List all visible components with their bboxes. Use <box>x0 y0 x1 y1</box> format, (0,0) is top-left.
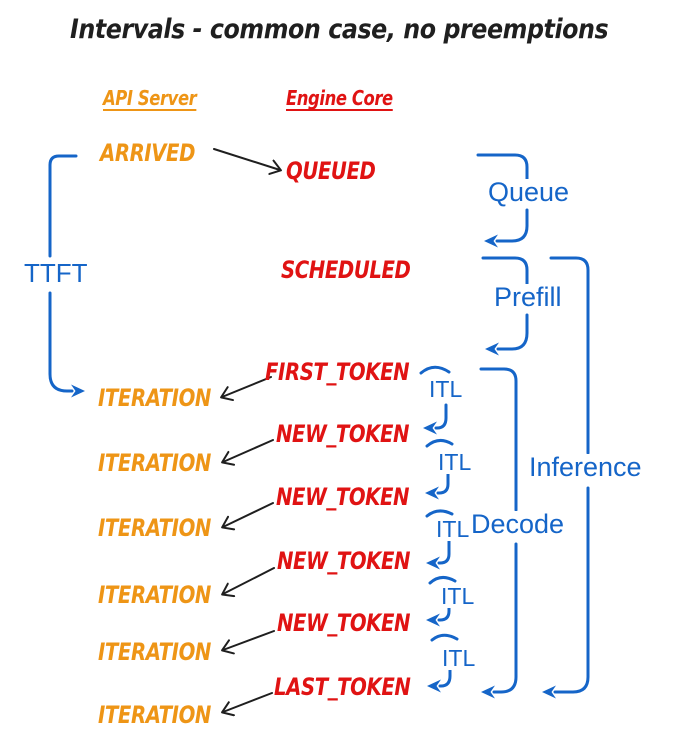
event-new-token-4: NEW_TOKEN <box>277 609 411 637</box>
event-new-token-3: NEW_TOKEN <box>277 547 411 575</box>
event-iteration-5: ITERATION <box>98 638 211 666</box>
itl-bracket-2 <box>425 439 454 500</box>
arrow-arrived-to-queued <box>213 148 282 175</box>
interval-label-ttft: TTFT <box>22 258 90 288</box>
itl-bracket-5 <box>427 633 459 693</box>
event-iteration-3: ITERATION <box>98 514 211 542</box>
event-first-token: FIRST_TOKEN <box>265 358 410 386</box>
itl-bracket-3 <box>425 509 454 570</box>
arrow-new-token1-to-iteration <box>221 439 274 466</box>
event-arrived: ARRIVED <box>100 139 196 167</box>
interval-label-itl-5: ITL <box>440 645 478 671</box>
prefill-bracket <box>481 256 529 356</box>
inference-bracket <box>542 256 590 699</box>
interval-label-itl-4: ITL <box>439 583 477 609</box>
queue-bracket <box>476 153 529 248</box>
itl-bracket-4 <box>426 576 457 627</box>
event-new-token-2: NEW_TOKEN <box>276 483 410 511</box>
event-iteration-2: ITERATION <box>98 449 211 477</box>
arrow-first-token-to-iteration <box>220 376 272 402</box>
event-iteration-4: ITERATION <box>98 581 211 609</box>
event-queued: QUEUED <box>286 157 376 185</box>
itl-bracket-1 <box>419 365 451 435</box>
interval-label-itl-2: ITL <box>436 449 474 475</box>
event-scheduled: SCHEDULED <box>281 256 411 284</box>
interval-label-prefill: Prefill <box>492 282 564 312</box>
interval-label-decode: Decode <box>469 509 567 539</box>
interval-label-inference: Inference <box>527 452 644 482</box>
event-iteration-1: ITERATION <box>98 384 211 412</box>
column-header-api-server: API Server <box>103 86 197 110</box>
decode-bracket <box>479 367 518 699</box>
column-header-engine-core: Engine Core <box>286 86 393 110</box>
event-new-token-1: NEW_TOKEN <box>276 420 410 448</box>
diagram-title: Intervals - common case, no preemptions <box>70 14 609 45</box>
event-iteration-6: ITERATION <box>98 701 211 729</box>
ttft-bracket <box>48 154 85 398</box>
interval-brackets <box>48 153 590 699</box>
event-last-token: LAST_TOKEN <box>274 673 411 701</box>
arrow-last-token-to-iteration <box>221 692 273 717</box>
arrow-new-token3-to-iteration <box>221 567 275 598</box>
arrow-new-token2-to-iteration <box>221 502 274 531</box>
interval-label-itl-3: ITL <box>434 516 472 542</box>
interval-label-queue: Queue <box>486 177 572 207</box>
black-arrows <box>213 148 282 717</box>
arrow-new-token4-to-iteration <box>221 630 275 655</box>
interval-label-itl-1: ITL <box>427 376 465 402</box>
